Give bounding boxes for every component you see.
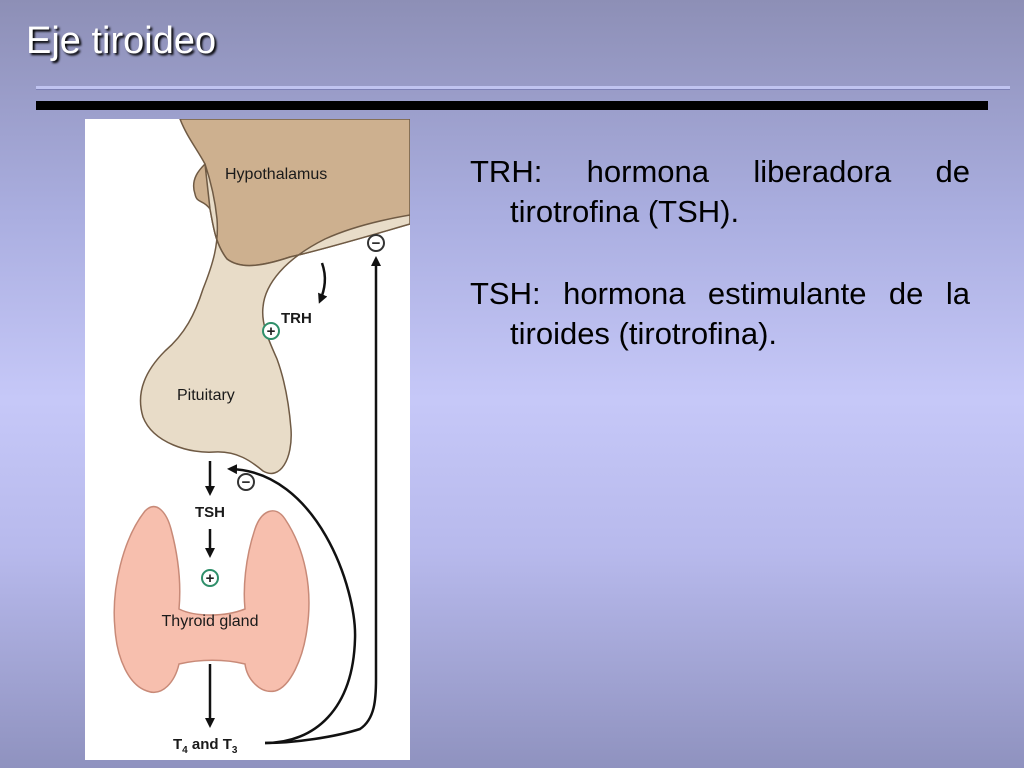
long-feedback-minus-sign: − [372, 235, 381, 252]
title-divider-thin [36, 86, 1010, 90]
trh-plus-sign: + [267, 323, 276, 340]
long-feedback-minus-circle [367, 234, 385, 252]
title-divider-thick [36, 101, 988, 110]
short-feedback-minus-circle [237, 473, 255, 491]
definition-trh: TRH: hormona liberadora de tirotrofina (… [470, 154, 970, 229]
short-feedback-minus-sign: − [242, 474, 251, 491]
definition-tsh: TSH: hormona estimulante de la tiroides … [470, 276, 970, 351]
thyroid-gland-shape [113, 505, 310, 694]
pituitary-shape [139, 163, 410, 474]
trh-plus-circle [262, 322, 280, 340]
tsh-plus-circle [201, 569, 219, 587]
short-feedback-arrow [227, 464, 357, 745]
long-feedback-arrow [264, 256, 381, 745]
trh-arrow [318, 262, 328, 304]
definitions-list: TRH: hormona liberadora de tirotrofina (… [470, 152, 970, 396]
trh-label: TRH [281, 310, 312, 327]
thyroid-label: Thyroid gland [162, 613, 259, 630]
tsh-label: TSH [195, 504, 225, 521]
t4-t3-label: T4 and T3 [173, 736, 238, 756]
diagram-svg: Hypothalamus Pituitary + TRH − − TSH + T… [113, 119, 410, 756]
tsh-plus-sign: + [206, 570, 215, 587]
slide-title: Eje tiroideo [26, 20, 217, 62]
pituitary-label: Pituitary [177, 387, 235, 404]
thyroid-axis-diagram: Hypothalamus Pituitary + TRH − − TSH + T… [85, 119, 410, 760]
hypothalamus-label: Hypothalamus [225, 166, 327, 183]
